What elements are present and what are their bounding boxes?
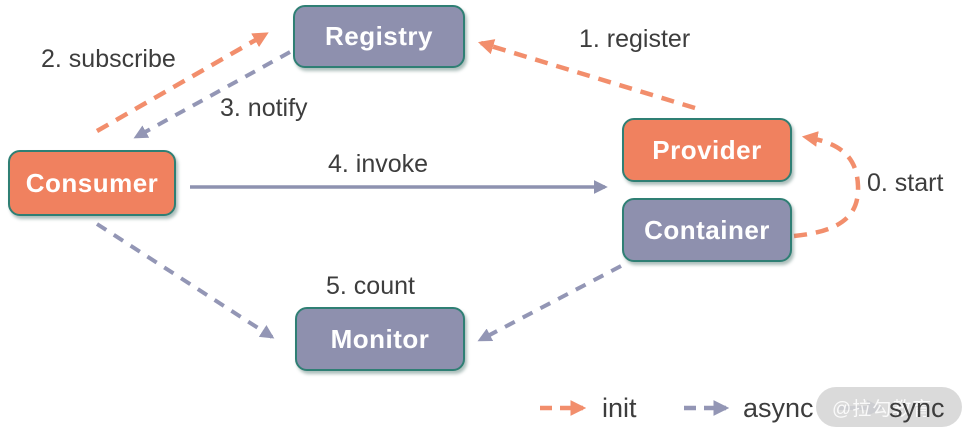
start-arrow <box>793 131 861 239</box>
count-arrow-from-container <box>477 264 622 342</box>
count-arrow-from-consumer <box>95 222 275 339</box>
node-container-label: Container <box>644 214 770 245</box>
edge-label-count: 5. count <box>326 272 415 300</box>
node-provider-label: Provider <box>652 134 762 165</box>
node-monitor-label: Monitor <box>330 323 430 354</box>
legend-init-label: init <box>602 393 637 423</box>
node-consumer: Consumer <box>8 150 176 216</box>
legend-sync-label: sync <box>889 393 945 423</box>
edge-label-invoke: 4. invoke <box>328 150 429 178</box>
node-monitor: Monitor <box>295 307 465 371</box>
watermark-pill: @拉勾教育 <box>816 387 962 427</box>
node-registry-label: Registry <box>324 21 434 51</box>
subscribe-arrow <box>95 32 269 133</box>
node-consumer-label: Consumer <box>25 167 159 198</box>
node-container: Container <box>622 198 792 262</box>
node-registry: Registry <box>293 5 465 68</box>
edge-label-register: 1. register <box>579 25 691 53</box>
node-provider: Provider <box>622 118 792 182</box>
edge-label-start: 0. start <box>867 169 944 197</box>
legend-async-label: async <box>743 393 814 423</box>
edge-label-notify: 3. notify <box>220 94 308 122</box>
notify-arrow <box>133 50 291 139</box>
edge-label-subscribe: 2. subscribe <box>41 45 176 73</box>
register-arrow <box>477 39 696 111</box>
